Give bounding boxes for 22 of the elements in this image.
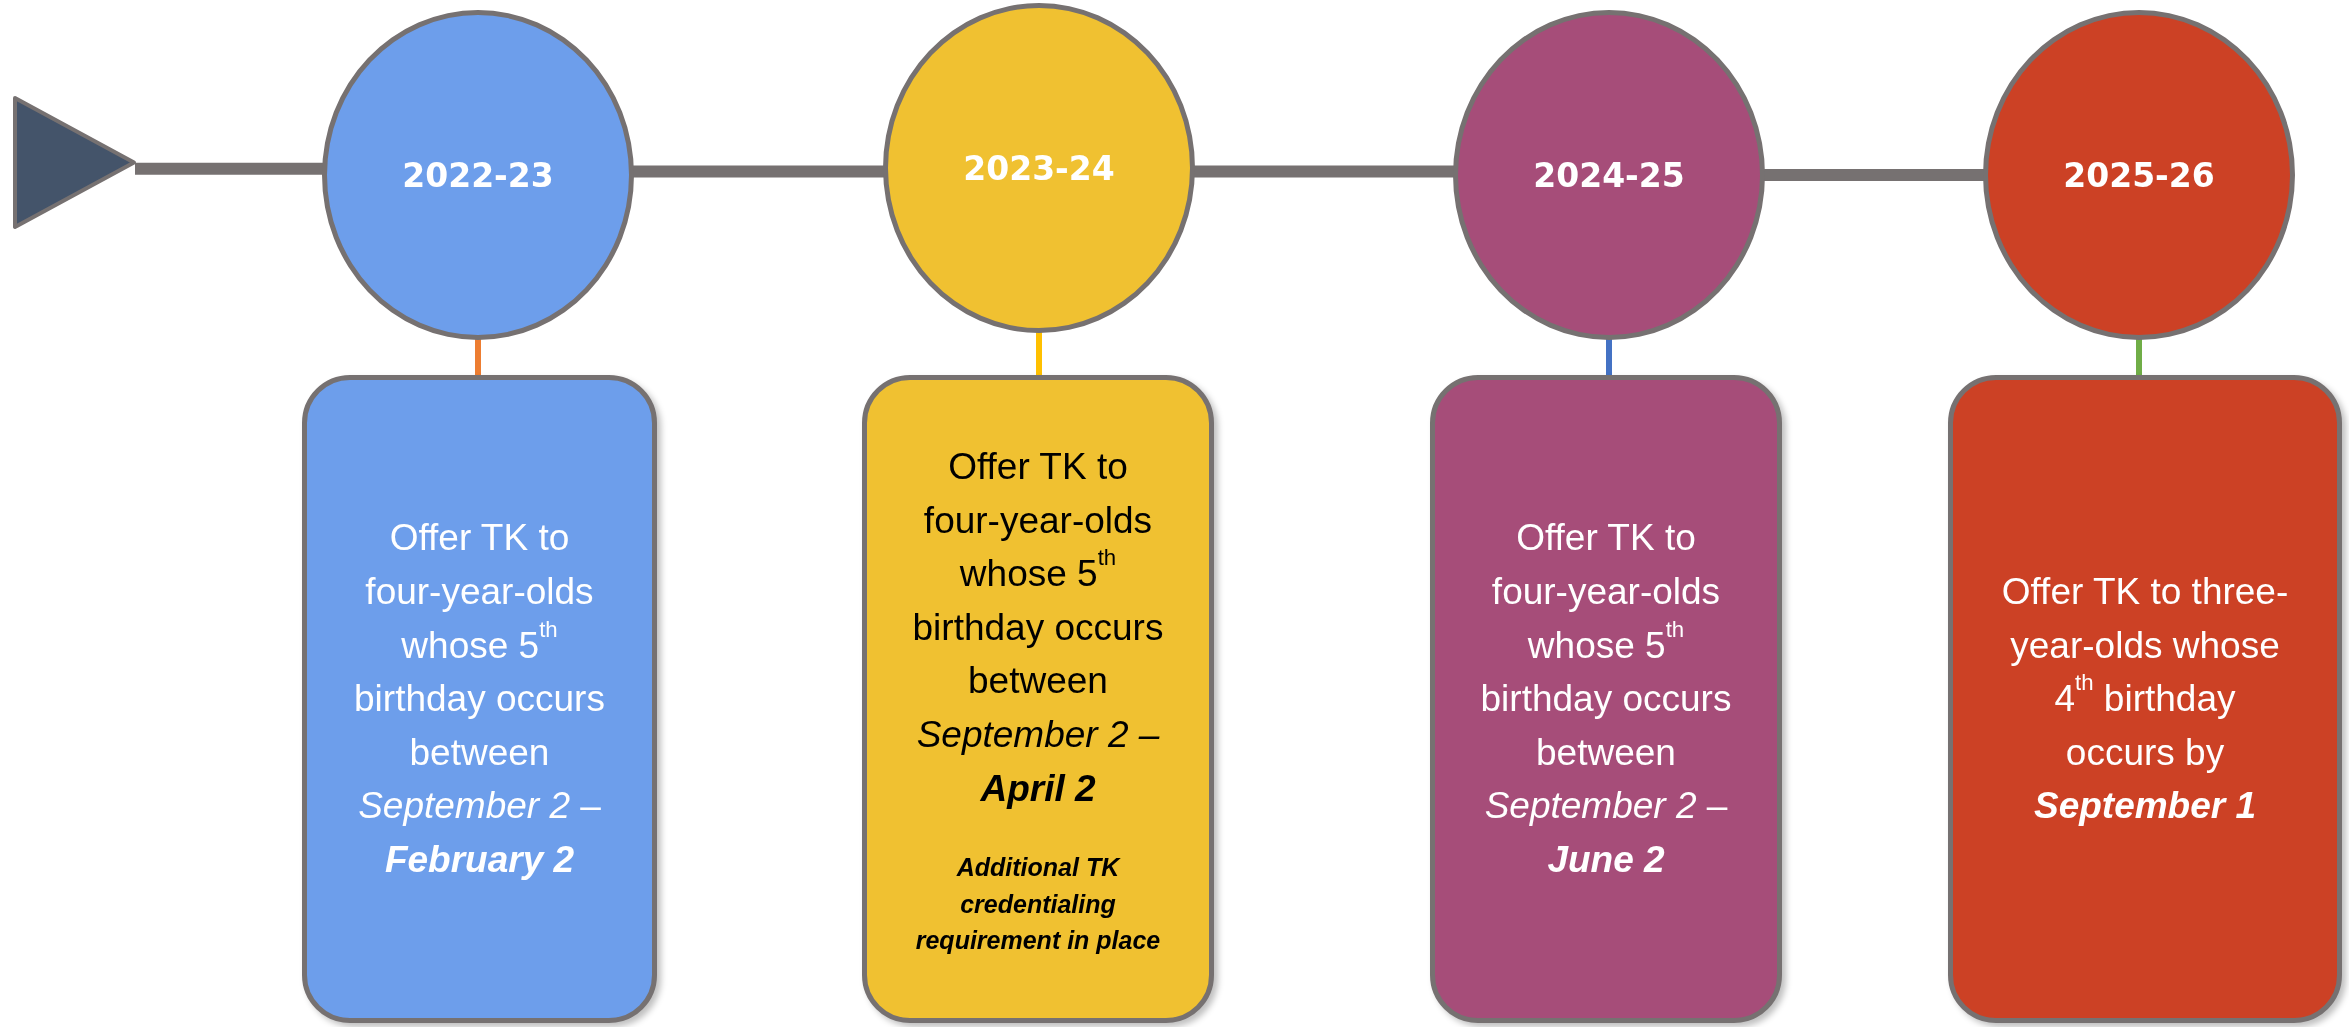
year-label: 2022-23 [402, 155, 554, 195]
connector-line [1036, 331, 1042, 377]
year-label: 2024-25 [1533, 155, 1685, 195]
eligibility-text: Offer TK to four-year-olds whose 5$^{th}$ birthday occurs between September 2 – June 2 [1479, 516, 1733, 883]
timeline-line [135, 162, 324, 175]
timeline-line [632, 165, 885, 178]
start-triangle [12, 95, 137, 230]
connector-line [1606, 338, 1612, 377]
milestone-card [862, 375, 1214, 1023]
timeline-line [1193, 165, 1455, 178]
milestone-card [1430, 375, 1782, 1023]
year-label: 2023-24 [963, 148, 1115, 188]
eligibility-text: Offer TK to four-year-olds whose 5$^{th}$ birthday occurs between September 2 – February 2 [353, 516, 606, 883]
connector-line [475, 338, 481, 377]
note-text: Additional TK credentialing requirement in place [914, 852, 1162, 956]
timeline-line [1763, 169, 1985, 181]
milestone-card [1948, 375, 2342, 1023]
eligibility-text: Offer TK to four-year-olds whose 5$^{th}$ birthday occurs between September 2 – April 2 [911, 444, 1165, 811]
eligibility-text: Offer TK to three-year-olds whose 4$^{th}$ birthday occurs by September 1 [2000, 569, 2290, 829]
connector-line [2136, 338, 2142, 377]
year-label: 2025-26 [2063, 155, 2215, 195]
milestone-card [302, 375, 657, 1023]
